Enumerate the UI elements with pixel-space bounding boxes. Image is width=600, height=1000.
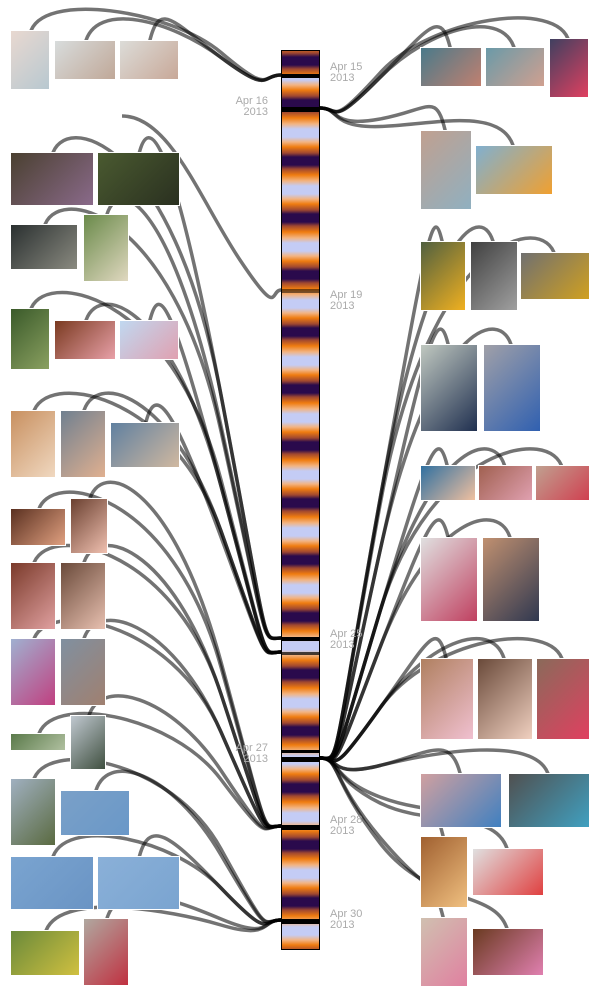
photo-thumbnail[interactable] (420, 773, 502, 828)
photo-event-marker (282, 918, 319, 924)
photo-link-curve (104, 197, 282, 641)
photo-thumbnail[interactable] (420, 658, 474, 740)
photo-link-curve (136, 136, 282, 641)
photo-thumbnail[interactable] (10, 308, 50, 370)
photo-link-curve (87, 480, 282, 829)
photo-event-marker (282, 106, 319, 112)
photo-thumbnail[interactable] (10, 930, 80, 976)
photo-thumbnail[interactable] (420, 917, 468, 987)
photo-event-marker (282, 824, 319, 830)
photo-thumbnail[interactable] (420, 836, 468, 908)
photo-thumbnail[interactable] (420, 130, 472, 210)
photo-event-marker (282, 749, 319, 753)
photo-thumbnail[interactable] (60, 410, 106, 478)
photo-thumbnail[interactable] (83, 214, 129, 282)
photo-thumbnail[interactable] (485, 47, 545, 87)
photo-thumbnail[interactable] (97, 152, 180, 206)
photo-link-curve (319, 106, 516, 150)
timeline-bar[interactable] (281, 50, 320, 950)
photo-thumbnail[interactable] (508, 773, 590, 828)
photo-thumbnail[interactable] (119, 40, 179, 80)
photo-thumbnail[interactable] (70, 498, 108, 554)
photo-thumbnail[interactable] (10, 733, 66, 751)
photo-thumbnail[interactable] (97, 856, 180, 910)
photo-thumbnail[interactable] (70, 715, 106, 770)
photo-thumbnail[interactable] (478, 465, 533, 501)
photo-thumbnail[interactable] (483, 344, 541, 432)
photo-event-marker (282, 289, 319, 293)
photo-thumbnail[interactable] (10, 638, 56, 706)
photo-thumbnail[interactable] (470, 241, 518, 311)
photo-link-curve (121, 114, 282, 300)
photo-event-marker (282, 651, 319, 655)
photo-thumbnail[interactable] (535, 465, 590, 501)
photo-thumbnail[interactable] (420, 465, 476, 501)
photo-event-marker (282, 756, 319, 762)
photo-thumbnail[interactable] (10, 856, 94, 910)
photo-thumbnail[interactable] (10, 152, 94, 206)
photo-thumbnail[interactable] (10, 778, 56, 846)
photo-link-curve (43, 905, 282, 935)
photo-thumbnail[interactable] (119, 320, 179, 360)
photo-thumbnail[interactable] (60, 638, 106, 706)
photo-thumbnail[interactable] (472, 928, 544, 976)
photo-thumbnail[interactable] (420, 344, 478, 432)
photo-thumbnail[interactable] (83, 918, 129, 986)
photo-thumbnail[interactable] (420, 241, 466, 311)
photo-link-curve (81, 543, 282, 829)
photo-thumbnail[interactable] (482, 537, 540, 622)
photo-thumbnail[interactable] (10, 508, 66, 546)
photo-thumbnail[interactable] (110, 422, 180, 468)
photo-event-marker (282, 637, 319, 641)
photo-thumbnail[interactable] (60, 790, 130, 836)
photo-thumbnail[interactable] (54, 320, 116, 360)
photo-thumbnail[interactable] (420, 47, 482, 87)
photo-event-marker (282, 74, 319, 78)
photo-thumbnail[interactable] (10, 562, 56, 630)
photo-thumbnail[interactable] (420, 537, 478, 622)
photo-thumbnail[interactable] (536, 658, 590, 740)
photo-thumbnail[interactable] (54, 40, 116, 80)
photo-thumbnail[interactable] (472, 848, 544, 896)
photo-thumbnail[interactable] (10, 30, 50, 90)
photo-thumbnail[interactable] (10, 410, 56, 478)
photo-thumbnail[interactable] (549, 38, 589, 98)
photo-thumbnail[interactable] (10, 224, 78, 270)
photo-thumbnail[interactable] (477, 658, 533, 740)
photo-thumbnail[interactable] (60, 562, 106, 630)
photo-thumbnail[interactable] (520, 252, 590, 300)
photo-thumbnail[interactable] (475, 145, 553, 195)
